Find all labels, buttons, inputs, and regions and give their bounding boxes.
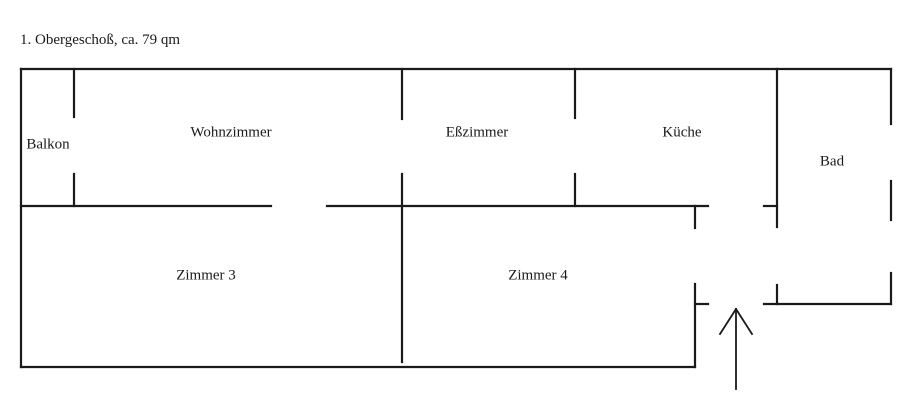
floor-heading: 1. Obergeschoß, ca. 79 qm bbox=[20, 32, 181, 48]
arrow-head-right bbox=[734, 307, 754, 336]
room-label-balkon: Balkon bbox=[26, 136, 70, 153]
room-label-zimmer3: Zimmer 3 bbox=[176, 267, 236, 284]
room-label-zimmer4: Zimmer 4 bbox=[508, 267, 568, 284]
room-label-esszimmer: Eßzimmer bbox=[445, 124, 509, 141]
entrance-arrow bbox=[718, 307, 754, 390]
interior-walls bbox=[19, 67, 893, 369]
room-label-kueche: Küche bbox=[662, 124, 702, 141]
outer-walls bbox=[19, 67, 893, 369]
room-label-wohnzimmer: Wohnzimmer bbox=[190, 124, 272, 141]
arrow-head-left bbox=[718, 307, 738, 336]
room-label-bad: Bad bbox=[819, 153, 845, 170]
